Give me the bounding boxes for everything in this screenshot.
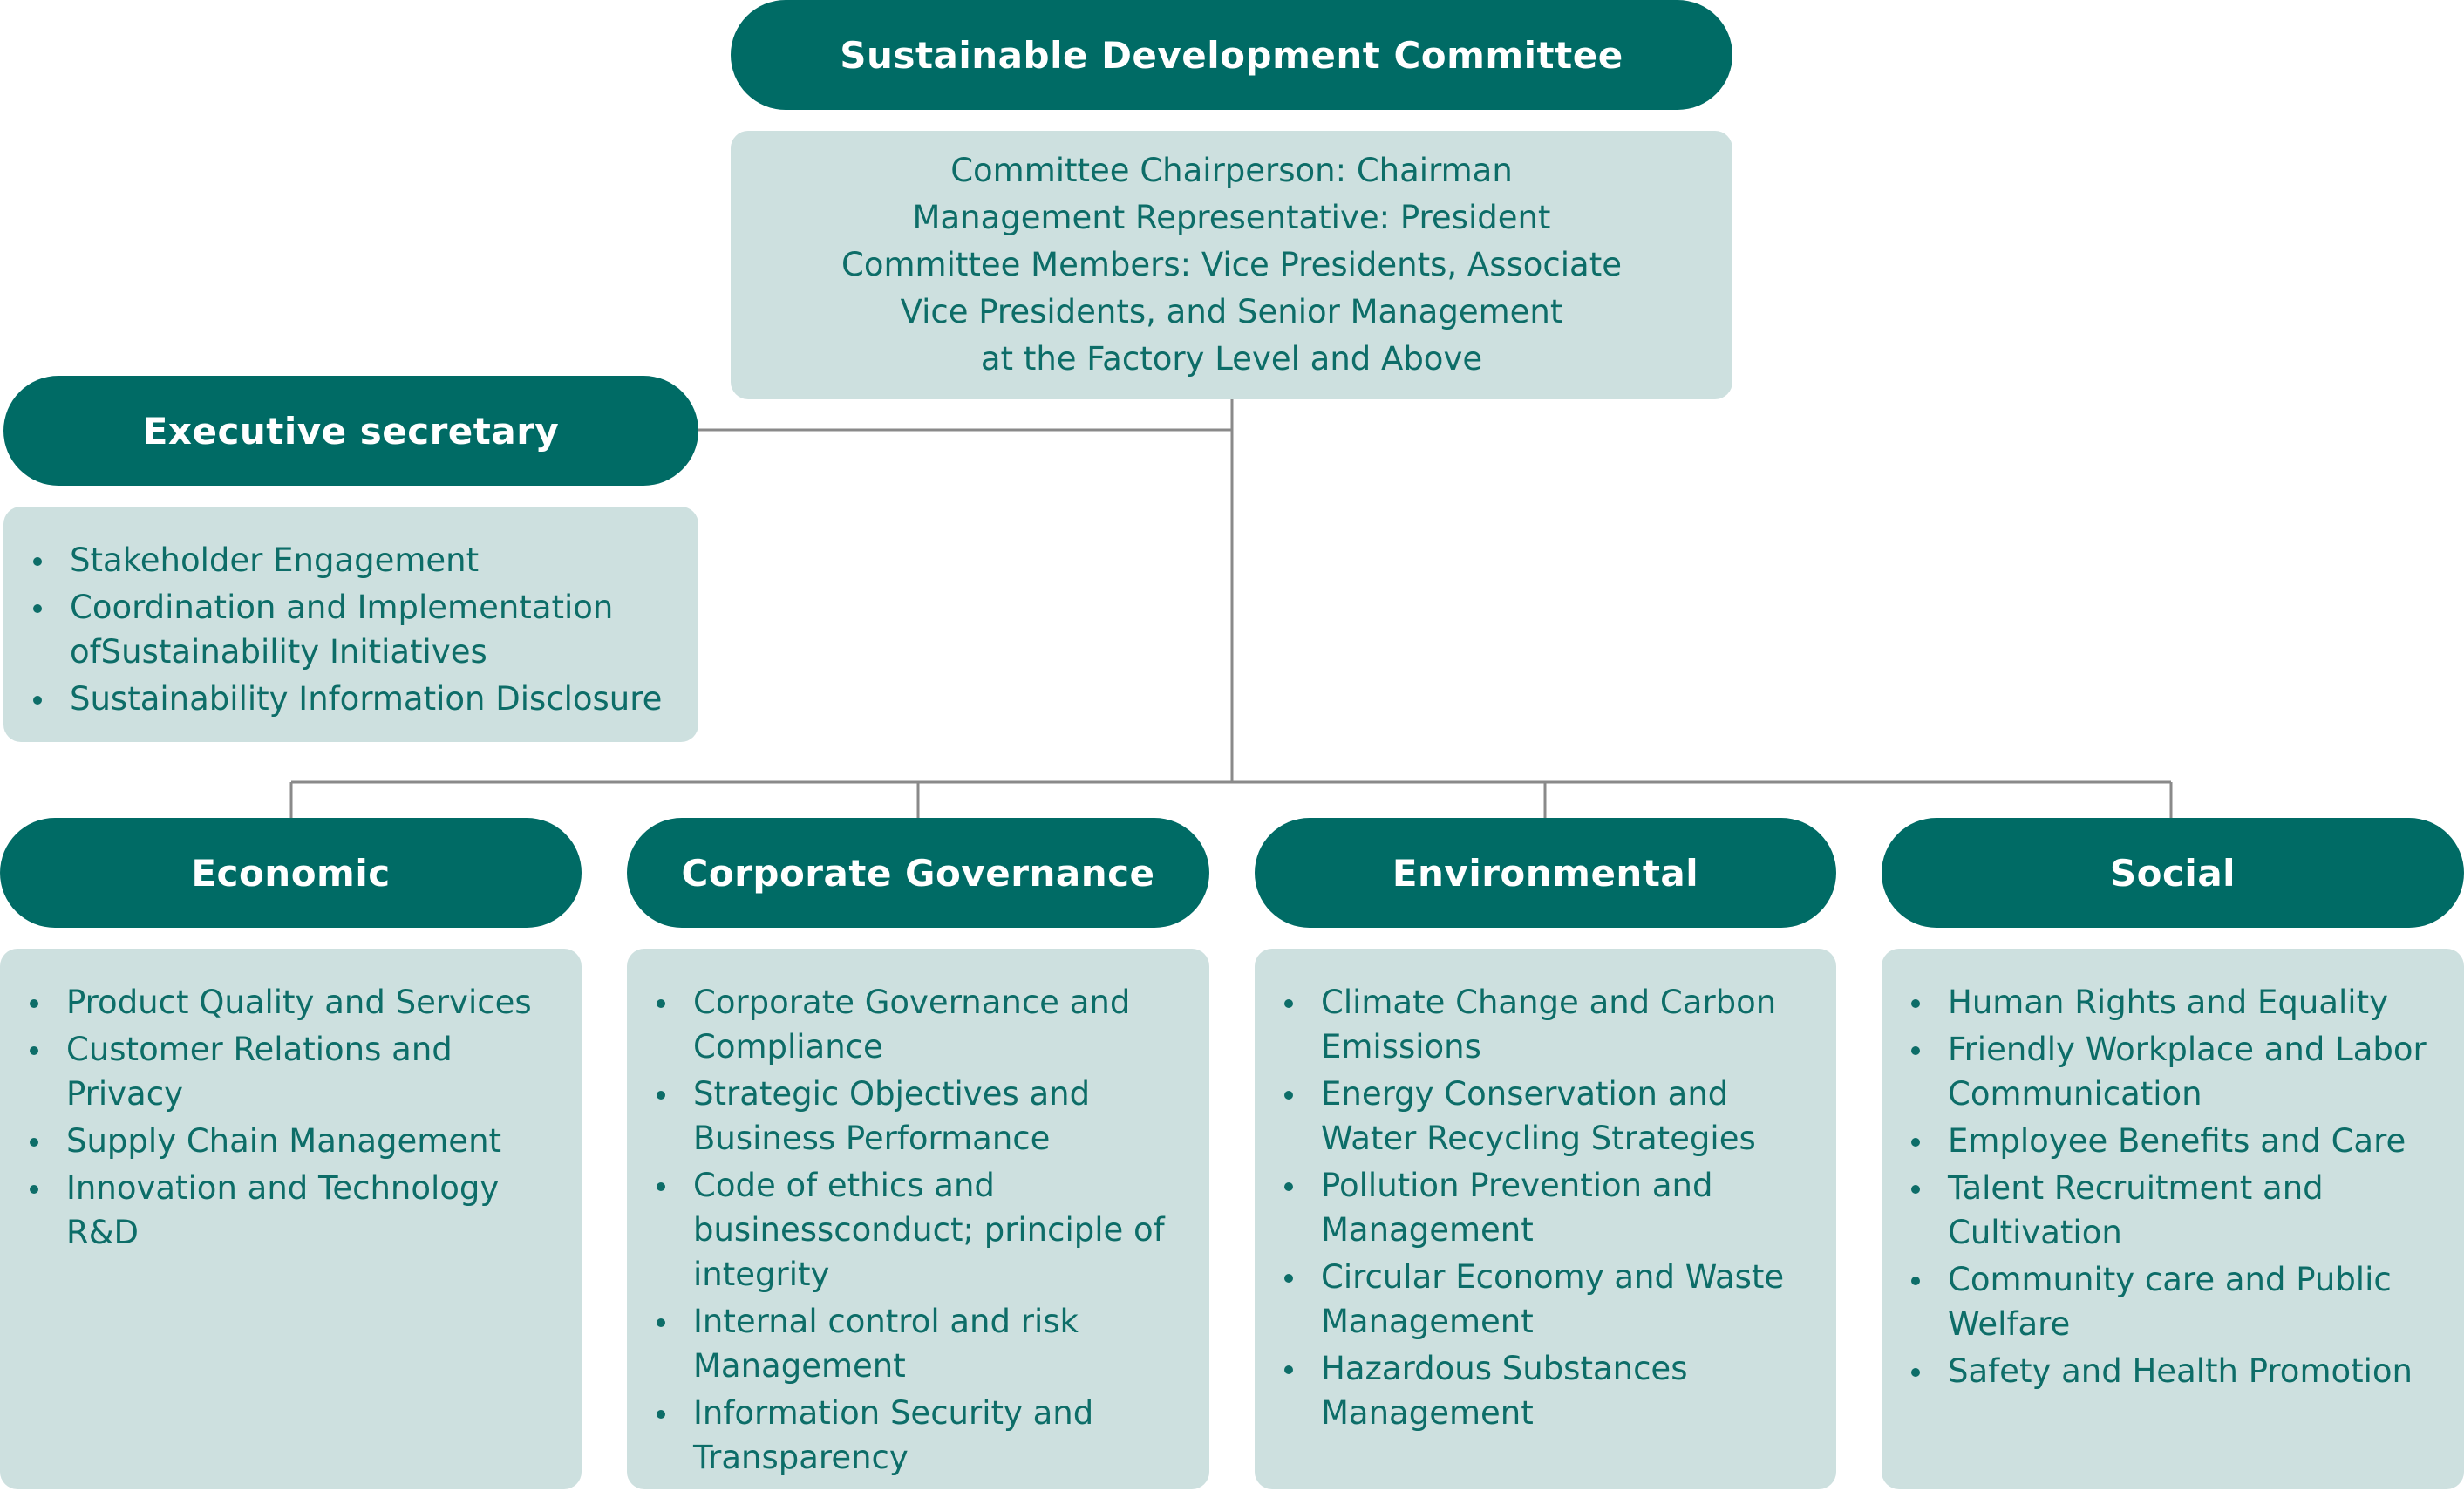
list-item: Product Quality and Services [0, 980, 561, 1025]
executive-details-box: Stakeholder Engagement Coordination and … [3, 507, 698, 742]
economic-title: Economic [0, 818, 582, 928]
executive-title: Executive secretary [3, 376, 698, 486]
list-item: Community care and Public Welfare [1882, 1257, 2450, 1346]
environmental-list: Climate Change and Carbon Emissions Ener… [1255, 980, 1819, 1435]
environmental-title-text: Environmental [1392, 851, 1699, 895]
committee-title-text: Sustainable Development Committee [840, 33, 1623, 77]
committee-detail-line: Vice Presidents, and Senior Management [900, 293, 1563, 330]
list-item: Safety and Health Promotion [1882, 1349, 2450, 1393]
list-item: Strategic Objectives and Business Perfor… [627, 1072, 1192, 1161]
governance-title-text: Corporate Governance [681, 851, 1155, 895]
list-item: Customer Relations and Privacy [0, 1027, 561, 1116]
economic-details-box: Product Quality and Services Customer Re… [0, 949, 582, 1489]
committee-detail-line: Committee Chairperson: Chairman [950, 152, 1513, 189]
environmental-details-box: Climate Change and Carbon Emissions Ener… [1255, 949, 1836, 1489]
list-item: Corporate Governance and Compliance [627, 980, 1192, 1069]
list-item: Pollution Prevention and Management [1255, 1163, 1819, 1252]
list-item: Coordination and Implementation ofSustai… [3, 585, 690, 674]
list-item: Sustainability Information Disclosure [3, 677, 690, 721]
list-item: Talent Recruitment and Cultivation [1882, 1166, 2450, 1255]
list-item: Circular Economy and Waste Management [1255, 1255, 1819, 1344]
executive-title-text: Executive secretary [142, 409, 560, 453]
list-item: Innovation and Technology R&D [0, 1166, 561, 1255]
environmental-title: Environmental [1255, 818, 1836, 928]
list-item: Hazardous Substances Management [1255, 1346, 1819, 1435]
list-item: Employee Benefits and Care [1882, 1119, 2450, 1163]
social-details-box: Human Rights and Equality Friendly Workp… [1882, 949, 2464, 1489]
list-item: Climate Change and Carbon Emissions [1255, 980, 1819, 1069]
economic-list: Product Quality and Services Customer Re… [0, 980, 561, 1255]
social-title: Social [1882, 818, 2464, 928]
list-item: Information Security and Transparency [627, 1391, 1192, 1480]
list-item: Code of ethics and businessconduct; prin… [627, 1163, 1192, 1297]
list-item: Energy Conservation and Water Recycling … [1255, 1072, 1819, 1161]
economic-title-text: Economic [191, 851, 391, 895]
list-item: Supply Chain Management [0, 1119, 561, 1163]
list-item: Human Rights and Equality [1882, 980, 2450, 1025]
committee-details-box: Committee Chairperson: Chairman Manageme… [731, 131, 1732, 399]
list-item: Friendly Workplace and Labor Communicati… [1882, 1027, 2450, 1116]
committee-title: Sustainable Development Committee [731, 0, 1732, 110]
governance-list: Corporate Governance and Compliance Stra… [627, 980, 1192, 1480]
governance-title: Corporate Governance [627, 818, 1209, 928]
list-item: Internal control and risk Management [627, 1299, 1192, 1388]
governance-details-box: Corporate Governance and Compliance Stra… [627, 949, 1209, 1489]
committee-detail-line: at the Factory Level and Above [980, 340, 1483, 378]
social-list: Human Rights and Equality Friendly Workp… [1882, 980, 2450, 1393]
committee-detail-line: Management Representative: President [912, 199, 1551, 236]
list-item: Stakeholder Engagement [3, 538, 690, 582]
executive-list: Stakeholder Engagement Coordination and … [3, 538, 690, 721]
social-title-text: Social [2109, 851, 2236, 895]
committee-detail-line: Committee Members: Vice Presidents, Asso… [841, 246, 1622, 283]
